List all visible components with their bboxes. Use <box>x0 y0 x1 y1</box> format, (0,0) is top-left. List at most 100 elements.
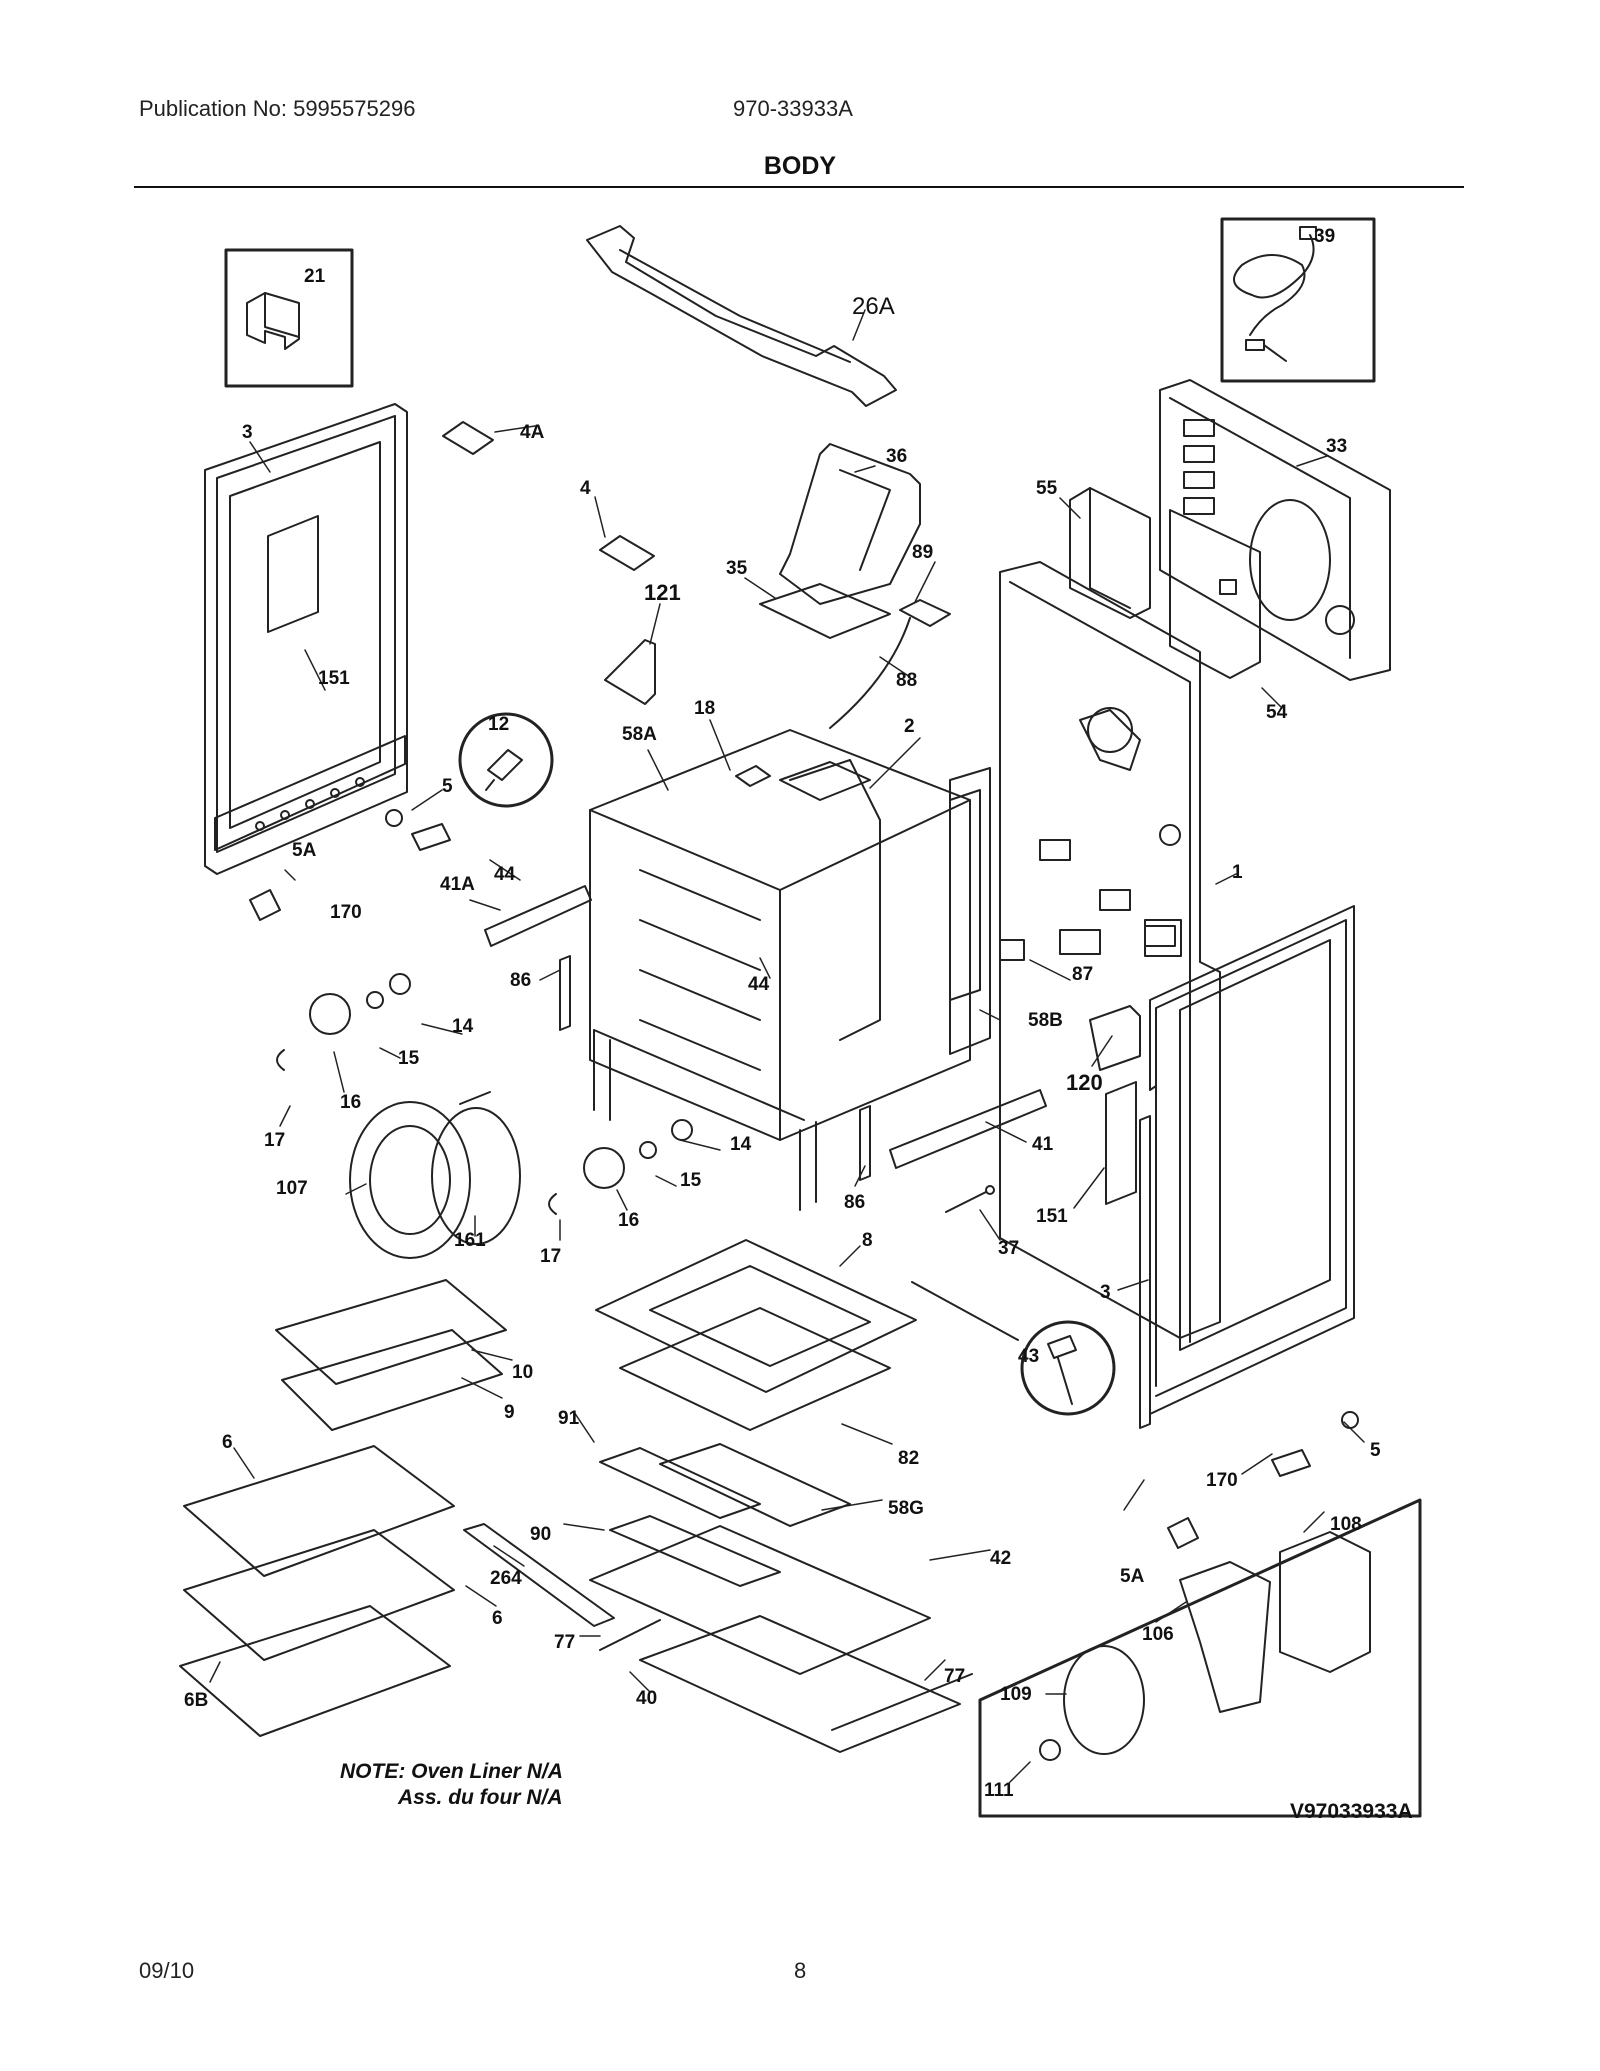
footer-page-number: 8 <box>794 1958 807 1983</box>
callout-8: 8 <box>862 1230 873 1251</box>
callout-55: 55 <box>1036 478 1058 499</box>
bracket-151-right <box>1105 1081 1137 1205</box>
callout-6-upper: 6 <box>222 1432 233 1453</box>
callout-58g: 58G <box>888 1498 924 1519</box>
part-87 <box>999 939 1025 961</box>
callout-44-center: 44 <box>748 974 770 995</box>
side-panel-right <box>1139 905 1355 1429</box>
hinge-left <box>249 809 451 921</box>
callout-111: 111 <box>984 1780 1014 1801</box>
callout-170-left: 170 <box>330 902 362 923</box>
title-divider <box>134 186 1464 188</box>
callout-16-lower: 16 <box>618 1210 639 1231</box>
callout-17-upper: 17 <box>264 1130 285 1151</box>
bracket-86-right <box>859 1105 871 1181</box>
footer-date: 09/10 <box>139 1958 195 1983</box>
callout-58a: 58A <box>622 724 657 745</box>
light-assembly-upper <box>276 973 411 1071</box>
bracket-4 <box>599 535 655 571</box>
bracket-120 <box>1089 1005 1141 1071</box>
callout-14-upper: 14 <box>452 1016 474 1037</box>
publication-number: Publication No: 5995575296 <box>139 96 416 121</box>
callout-108: 108 <box>1330 1514 1362 1535</box>
inset-box-39 <box>1220 217 1376 383</box>
callout-90: 90 <box>530 1524 551 1545</box>
inset-circle-12 <box>458 712 554 808</box>
oven-bottom-8 <box>595 1239 917 1393</box>
callout-54: 54 <box>1266 702 1288 723</box>
broil-pan-insert-10 <box>275 1279 507 1385</box>
bracket-86-left <box>559 955 571 1031</box>
callout-109: 109 <box>1000 1684 1032 1705</box>
callout-77-left: 77 <box>554 1632 575 1653</box>
bracket-91 <box>599 1447 761 1519</box>
inset-box-21 <box>224 248 354 388</box>
callout-87: 87 <box>1072 964 1093 985</box>
bracket-18 <box>735 765 771 787</box>
element-ring-161 <box>431 1091 521 1245</box>
broil-pan-9 <box>281 1329 503 1431</box>
callout-41a: 41A <box>440 874 475 895</box>
duct-55 <box>1069 487 1151 619</box>
callout-37: 37 <box>998 1238 1019 1259</box>
callout-6-middle: 6 <box>492 1608 503 1629</box>
callout-161: 161 <box>454 1230 486 1251</box>
callout-36: 36 <box>886 446 907 467</box>
vent-base-35 <box>759 583 891 639</box>
callout-107: 107 <box>276 1178 308 1199</box>
callout-39: 39 <box>1314 226 1335 247</box>
slide-77-right <box>831 1673 973 1731</box>
inset-circle-43 <box>911 1281 1116 1416</box>
callout-120: 120 <box>1066 1070 1103 1095</box>
callout-151-left: 151 <box>318 668 350 689</box>
rail-41 <box>889 1089 1047 1169</box>
callout-86-right: 86 <box>844 1192 865 1213</box>
rail-41a <box>484 885 592 947</box>
callout-41: 41 <box>1032 1134 1054 1155</box>
callout-88: 88 <box>896 670 917 691</box>
callout-6b: 6B <box>184 1690 208 1711</box>
callout-43: 43 <box>1018 1346 1039 1367</box>
callout-170-right: 170 <box>1206 1470 1238 1491</box>
callout-5-right: 5 <box>1370 1440 1381 1461</box>
callout-4: 4 <box>580 478 591 499</box>
model-number: 970-33933A <box>733 96 853 121</box>
callout-26a: 26A <box>852 293 895 320</box>
oven-rack-lower-6b <box>179 1605 451 1737</box>
callout-15-lower: 15 <box>680 1170 702 1191</box>
convection-fan-inset <box>978 1498 1422 1818</box>
callout-2: 2 <box>904 716 915 737</box>
bracket-54 <box>1169 509 1261 679</box>
vent-36 <box>779 443 921 605</box>
callout-44-left: 44 <box>494 864 516 885</box>
callout-5-left: 5 <box>442 776 453 797</box>
callout-9: 9 <box>504 1402 515 1423</box>
drawer-40 <box>639 1615 961 1753</box>
callout-4a: 4A <box>520 422 545 443</box>
part-37 <box>945 1185 995 1213</box>
light-assembly-lower <box>548 1119 693 1215</box>
bracket-121 <box>604 639 656 705</box>
note-line-2: Ass. du four N/A <box>398 1786 563 1809</box>
callout-17-lower: 17 <box>540 1246 561 1267</box>
callout-33: 33 <box>1326 436 1347 457</box>
callout-18: 18 <box>694 698 715 719</box>
note-line-1: NOTE: Oven Liner N/A <box>340 1760 563 1783</box>
callout-3-left: 3 <box>242 422 253 443</box>
fan-cover-107 <box>349 1101 471 1259</box>
callout-16-upper: 16 <box>340 1092 361 1113</box>
callout-40: 40 <box>636 1688 657 1709</box>
base-42 <box>589 1525 931 1675</box>
bracket-90 <box>609 1515 781 1587</box>
bake-element-82 <box>619 1307 891 1431</box>
page-title: BODY <box>763 152 837 180</box>
oven-rack-middle <box>183 1529 455 1661</box>
bracket-58g <box>659 1443 851 1527</box>
callout-15-upper: 15 <box>398 1048 420 1069</box>
back-panel <box>999 561 1221 1343</box>
sensor-89 <box>829 599 951 729</box>
figure-code: V97033933A <box>1290 1800 1413 1823</box>
front-frame <box>593 1029 817 1211</box>
callout-264: 264 <box>490 1568 522 1589</box>
